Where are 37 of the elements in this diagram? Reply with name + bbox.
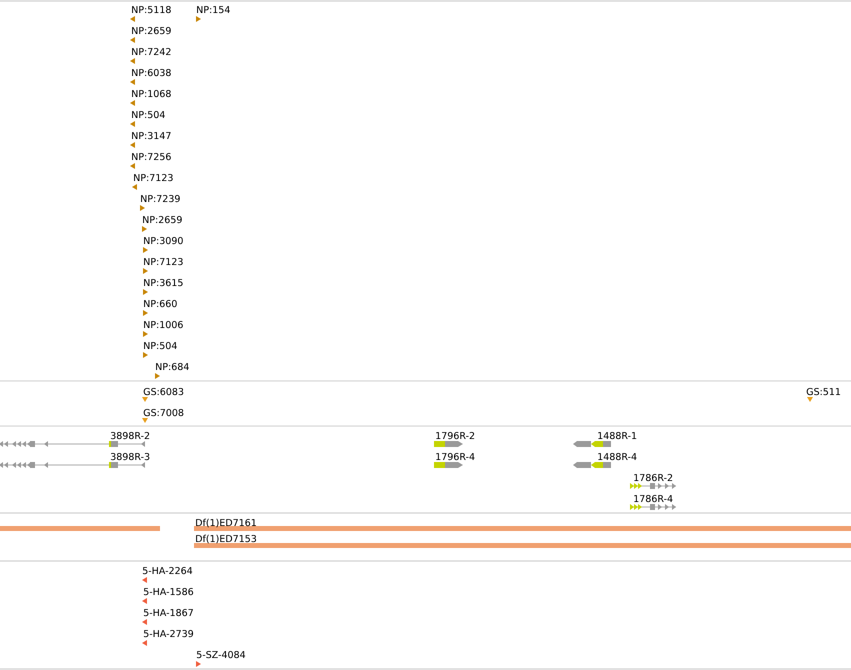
feature-label: 1786R-2: [634, 474, 672, 482]
feature-label: 1796R-4: [436, 452, 475, 460]
feature-label: 5-HA-1586: [144, 588, 194, 596]
feature-label: NP:7256: [132, 152, 171, 160]
feature-label: NP:7123: [134, 174, 173, 182]
feature-label: NP:3090: [144, 236, 183, 244]
feature-label: GS:7008: [144, 408, 184, 416]
feature-label: 5-HA-2264: [142, 566, 192, 574]
feature-label: 1786R-4: [634, 494, 673, 502]
feature-label: Df(1)ED7161: [196, 518, 256, 528]
feature-label: 3898R-2: [110, 432, 150, 440]
feature-label: NP:7239: [141, 194, 180, 202]
feature-label: NP:6038: [132, 68, 171, 76]
feature-label: NP:5118: [132, 6, 171, 14]
feature-label: 5-SZ-4084: [196, 650, 246, 658]
feature-label: NP:1006: [144, 320, 183, 328]
feature-label: 5-HA-2739: [144, 630, 194, 638]
feature-label: 1796R-2: [436, 432, 474, 440]
feature-label: 1488R-4: [598, 452, 637, 460]
feature-label: GS:511: [806, 388, 840, 396]
feature-label: NP:2659: [143, 216, 182, 224]
feature-label: NP:7123: [144, 258, 183, 266]
feature-label: NP:504: [144, 342, 177, 350]
feature-label: NP:3615: [144, 278, 183, 286]
feature-label: 5-HA-1867: [144, 608, 193, 616]
feature-label: 1488R-1: [598, 432, 636, 440]
feature-label: NP:660: [144, 300, 177, 308]
feature-label: NP:684: [156, 362, 189, 370]
feature-label: NP:2659: [132, 26, 171, 34]
feature-label: NP:154: [197, 6, 230, 14]
feature-label: Df(1)ED7153: [196, 534, 256, 544]
feature-label: NP:504: [132, 110, 165, 118]
feature-label: NP:7242: [132, 48, 170, 55]
feature-label: NP:3147: [132, 132, 171, 140]
feature-label: GS:6083: [144, 388, 184, 396]
feature-label: 3898R-3: [110, 452, 150, 460]
feature-label: NP:1068: [132, 90, 171, 98]
